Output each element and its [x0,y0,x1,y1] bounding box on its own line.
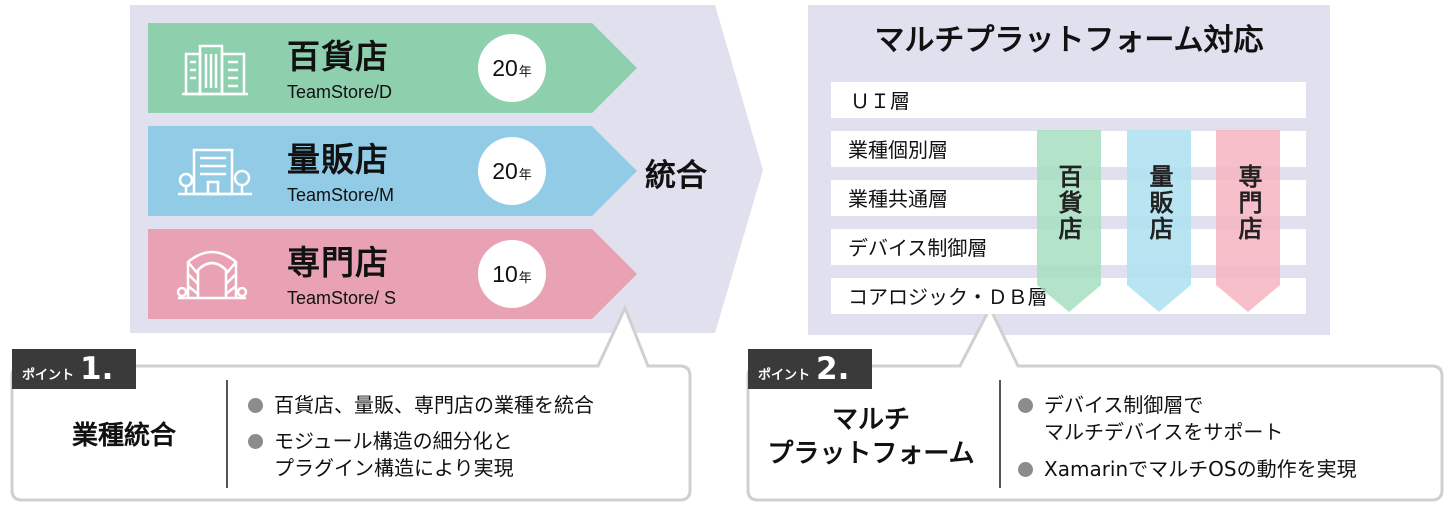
bullet-line: デバイス制御層で [1044,393,1204,417]
point-2-divider [999,380,1001,488]
mass-retail-store-icon [178,148,252,196]
platform-title: マルチプラットフォーム対応 [874,23,1264,58]
store-name-specialty: 専門店 [287,243,389,282]
bullet-line: 百貨店、量販、専門店の業種を統合 [274,393,594,417]
merge-label: 統合 [645,158,707,194]
point-heading-line: 業種統合 [71,421,176,451]
bullet-dot [1018,462,1033,477]
layer-row-ui [831,82,1306,118]
platform-column-department [1037,130,1101,312]
point-1-tag: ポイント 1. [12,349,136,389]
point-2-bullet-2: XamarinでマルチOSの動作を実現 [1016,456,1357,483]
column-label-text: 専門店 [1234,164,1262,242]
bullet-line: プラグイン構造により実現 [274,456,514,480]
platform-column-mass-retail [1127,130,1191,312]
platform-column-specialty [1216,130,1280,312]
point-1-divider [226,380,228,488]
column-label-text: 量販店 [1145,164,1173,242]
point-2-heading: マルチ プラットフォーム [758,404,984,472]
years-value: 20 [492,54,518,81]
bullet-line: モジュール構造の細分化と [274,429,513,453]
bullet-dot [248,434,263,449]
bullet-line: XamarinでマルチOSの動作を実現 [1044,457,1357,481]
specialty-store-icon [176,250,248,300]
column-label-specialty: 専門店 [1232,164,1264,250]
point-2-tag: ポイント 2. [748,349,872,389]
years-value: 10 [492,260,518,287]
layer-label-industry-common: 業種共通層 [848,187,948,211]
years-unit: 年 [518,65,532,80]
point-1-bullet-1: 百貨店、量販、専門店の業種を統合 [246,392,594,419]
store-system-department: TeamStore/D [287,82,393,102]
years-unit: 年 [518,271,532,286]
department-store-icon [182,44,248,96]
store-system-specialty: TeamStore/ S [287,288,397,308]
store-system-mass-retail: TeamStore/M [287,185,395,205]
layer-label-industry-specific: 業種個別層 [848,138,948,162]
point-1-bullet-2: モジュール構造の細分化と プラグイン構造により実現 [246,428,514,482]
years-unit: 年 [518,168,532,183]
column-label-department: 百貨店 [1052,164,1084,250]
bullet-dot [1018,398,1033,413]
point-tag-label: ポイント [758,368,811,383]
bullet-dot [248,398,263,413]
point-2-bullet-1: デバイス制御層で マルチデバイスをサポート [1016,392,1283,446]
bullet-line: マルチデバイスをサポート [1044,420,1284,444]
point-heading-line: マルチ [831,405,910,435]
point-1-heading: 業種統合 [40,420,208,454]
point-tag-number: 1. [80,351,114,387]
column-label-mass-retail: 量販店 [1143,164,1175,250]
years-value: 20 [492,157,518,184]
point-heading-line: プラットフォーム [767,438,975,469]
store-name-mass-retail: 量販店 [287,140,389,179]
column-label-text: 百貨店 [1054,164,1082,242]
layer-label-core-db: コアロジック・ＤＢ層 [848,285,1048,309]
point-tag-number: 2. [816,351,850,387]
point-tag-label: ポイント [22,368,75,383]
layer-label-device-control: デバイス制御層 [848,236,988,260]
layer-label-ui: ＵＩ層 [850,89,910,113]
store-name-department: 百貨店 [287,37,389,76]
